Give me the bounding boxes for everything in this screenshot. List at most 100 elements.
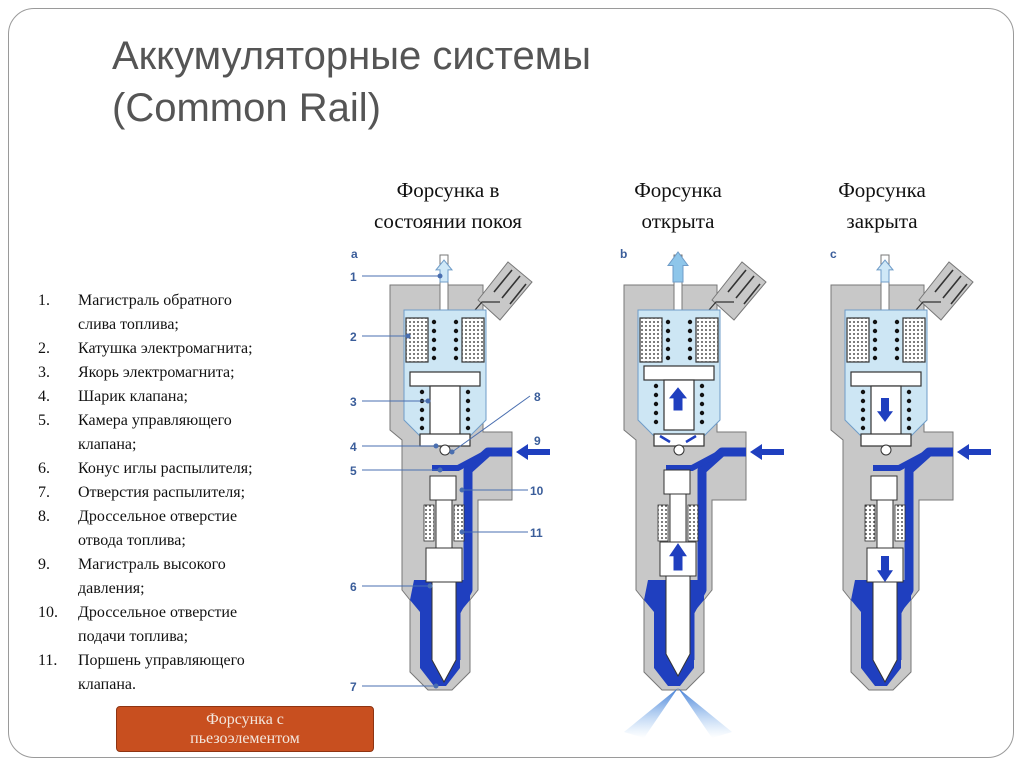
connector-pins [727, 269, 761, 305]
legend-item-text: Магистраль обратного [78, 292, 232, 309]
legend-item: 6.Конус иглы распылителя; [38, 457, 328, 481]
spring-coil [465, 425, 471, 431]
spring-coil [465, 389, 471, 395]
control-piston-rod [669, 493, 687, 543]
fuel-spray [624, 688, 732, 738]
spring-coil [665, 346, 671, 352]
spring-coil [894, 328, 900, 334]
legend-item: 3.Якорь электромагнита; [38, 361, 328, 385]
spring-coil [653, 392, 659, 398]
legend-item-text: Магистраль высокого [78, 556, 226, 573]
spring-coil [699, 383, 705, 389]
legend-item-text: клапана. [78, 676, 136, 693]
title-line-2: (Common Rail) [112, 86, 381, 130]
diagram-letter-b: b [620, 247, 627, 261]
slide-title: Аккумуляторные системы (Common Rail) [112, 30, 812, 134]
legend-item-text: Камера управляющего [78, 412, 232, 429]
valve-ball-icon [880, 444, 892, 456]
spring-coil [906, 425, 912, 431]
return-flow-arrow [875, 259, 895, 283]
coil-left [639, 317, 663, 363]
piezo-injector-button[interactable]: Форсунка с пьезоэлементом [116, 706, 374, 752]
armature-plate [850, 371, 922, 387]
spring-coil [665, 355, 671, 361]
needle-spring-left [423, 504, 435, 542]
coil-right [461, 317, 485, 363]
spring-coil [419, 389, 425, 395]
spring-coil [906, 407, 912, 413]
callout-2: 2 [350, 330, 357, 344]
legend-item-text: Катушка электромагнита; [78, 340, 253, 357]
diagram-letter-a: a [351, 247, 358, 261]
spring-coil [872, 346, 878, 352]
control-chamber-feed [873, 449, 931, 471]
needle-spring-right [453, 504, 465, 542]
legend-item-number: 9. [38, 556, 50, 573]
legend-item: 2. Катушка электромагнита; [38, 337, 328, 361]
column-heading-rest-line1: Форсунка в [396, 178, 500, 202]
coil-left [846, 317, 870, 363]
legend-item-text: подачи топлива; [78, 628, 189, 645]
spring-coil [699, 401, 705, 407]
spring-coil [431, 319, 437, 325]
spring-coil [906, 398, 912, 404]
control-piston-head [663, 469, 691, 495]
injector-closed [830, 254, 991, 691]
nozzle-needle [665, 575, 691, 678]
spring-coil [653, 401, 659, 407]
spring-coil [687, 346, 693, 352]
spring-coil [465, 416, 471, 422]
spring-coil [453, 346, 459, 352]
legend-item-text: Дроссельное отверстие [78, 508, 238, 525]
coil-left [405, 317, 429, 363]
legend-item: 9. Магистраль высокого давления; [38, 553, 328, 601]
armature-plate [643, 365, 715, 381]
legend-item-number: 6. [38, 460, 50, 477]
control-piston-head [870, 475, 898, 501]
spring-coil [431, 328, 437, 334]
legend-item: 7. Отверстия распылителя; [38, 481, 328, 505]
column-heading-open: Форсунка открыта [598, 175, 758, 237]
spring-coil [687, 355, 693, 361]
spring-coil [453, 337, 459, 343]
legend-item-number: 7. [38, 484, 50, 501]
valve-ball-icon [439, 444, 451, 456]
connector-pins [493, 269, 527, 305]
spring-coil [894, 346, 900, 352]
callout-3: 3 [350, 395, 357, 409]
legend-item-number: 11. [38, 652, 58, 669]
control-piston-rod [435, 499, 453, 549]
legend-item-text: Шарик клапана; [78, 388, 188, 405]
spring-coil [653, 419, 659, 425]
spring-coil [431, 355, 437, 361]
title-line-1: Аккумуляторные системы [112, 34, 592, 78]
legend-item-text: Отверстия распылителя; [78, 484, 246, 501]
valve-ball-icon [673, 444, 685, 456]
spring-coil [894, 319, 900, 325]
spring-coil [872, 328, 878, 334]
needle-up-arrow [669, 543, 687, 571]
needle-down-arrow [877, 556, 893, 582]
return-flow-arrow [667, 251, 689, 283]
legend-item-text: клапана; [78, 436, 137, 453]
legend-item-number: 10. [38, 604, 58, 621]
spring-coil [699, 419, 705, 425]
callout-10: 10 [530, 484, 544, 498]
high-pressure-inlet-arrow [516, 444, 550, 460]
injector-at-rest [389, 254, 550, 691]
legend-item-number: 2. [38, 340, 50, 357]
return-flow-arrow [434, 259, 454, 283]
legend-item-text: давления; [78, 580, 145, 597]
needle-spring-right [687, 504, 699, 542]
column-heading-rest-line2: состоянии покоя [374, 209, 522, 233]
spring-coil [860, 425, 866, 431]
valve-plate [860, 433, 912, 447]
legend-item-number: 1. [38, 292, 50, 309]
spring-coil [453, 319, 459, 325]
callout-1: 1 [350, 270, 357, 284]
